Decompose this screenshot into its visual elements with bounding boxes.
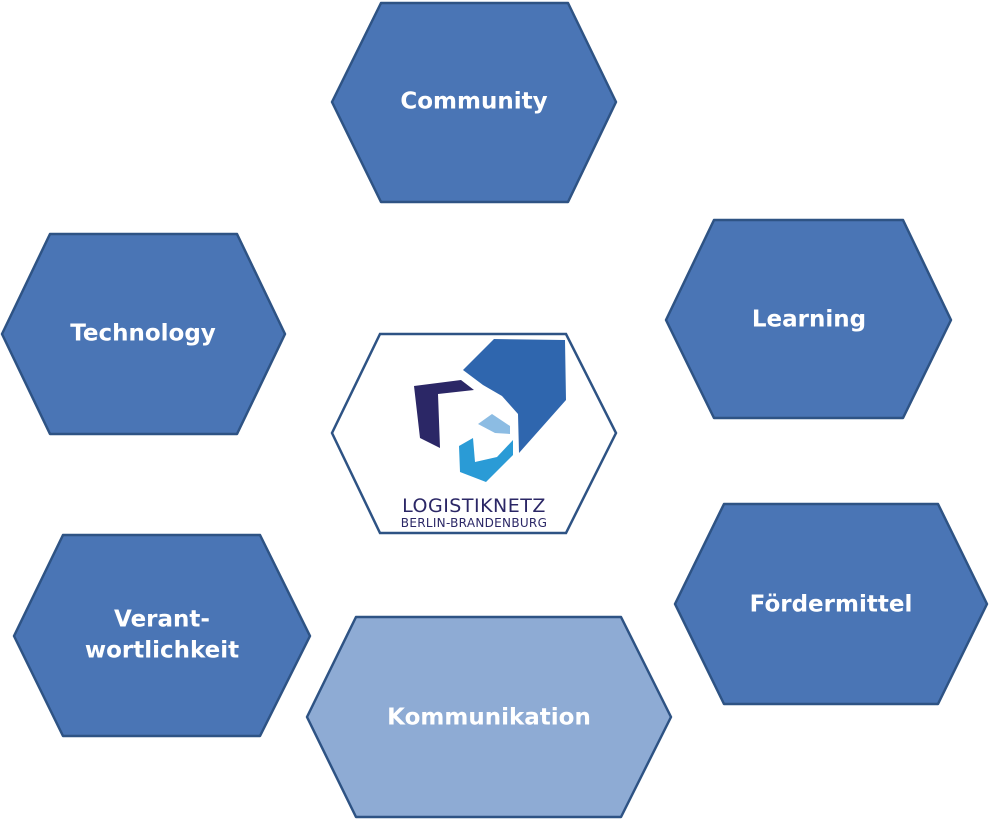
logo-wordmark: LOGISTIKNETZ	[402, 495, 546, 517]
hex-shape-technology	[0, 232, 287, 436]
hex-node-foerdermittel[interactable]: Fördermittel	[673, 502, 989, 706]
hex-label-technology: Technology	[70, 321, 216, 347]
hex-node-kommunikation[interactable]: Kommunikation	[305, 615, 673, 819]
hex-shape-verantwortlichkeit	[12, 533, 312, 738]
logo-chevron-dark-icon	[414, 380, 474, 448]
hex-label-verantwortlichkeit-line2: wortlichkeit	[85, 638, 239, 664]
hex-shape-community	[330, 1, 618, 204]
hex-node-community[interactable]: Community	[330, 1, 618, 204]
logo-bar-light-icon	[478, 414, 510, 434]
center-logo-node: LOGISTIKNETZ BERLIN-BRANDENBURG	[330, 332, 618, 535]
hex-shape-learning	[664, 218, 953, 420]
hex-label-verantwortlichkeit-line1: Verant-	[114, 607, 210, 633]
hex-label-kommunikation: Kommunikation	[387, 705, 591, 731]
hex-label-learning: Learning	[752, 307, 866, 333]
hex-node-learning[interactable]: Learning	[664, 218, 953, 420]
hex-node-technology[interactable]: Technology	[0, 232, 287, 436]
logo-subtitle: BERLIN-BRANDENBURG	[401, 516, 547, 530]
hex-label-community: Community	[400, 89, 547, 115]
hex-label-foerdermittel: Fördermittel	[750, 592, 913, 618]
logo-chevron-mid-icon	[459, 438, 513, 482]
logistiknetz-logo: LOGISTIKNETZ BERLIN-BRANDENBURG	[401, 339, 566, 530]
hex-node-verantwortlichkeit[interactable]: Verant- wortlichkeit	[12, 533, 312, 738]
logo-shape-blue-icon	[463, 339, 566, 453]
hex-shape-foerdermittel	[673, 502, 989, 706]
hex-shape-kommunikation	[305, 615, 673, 819]
